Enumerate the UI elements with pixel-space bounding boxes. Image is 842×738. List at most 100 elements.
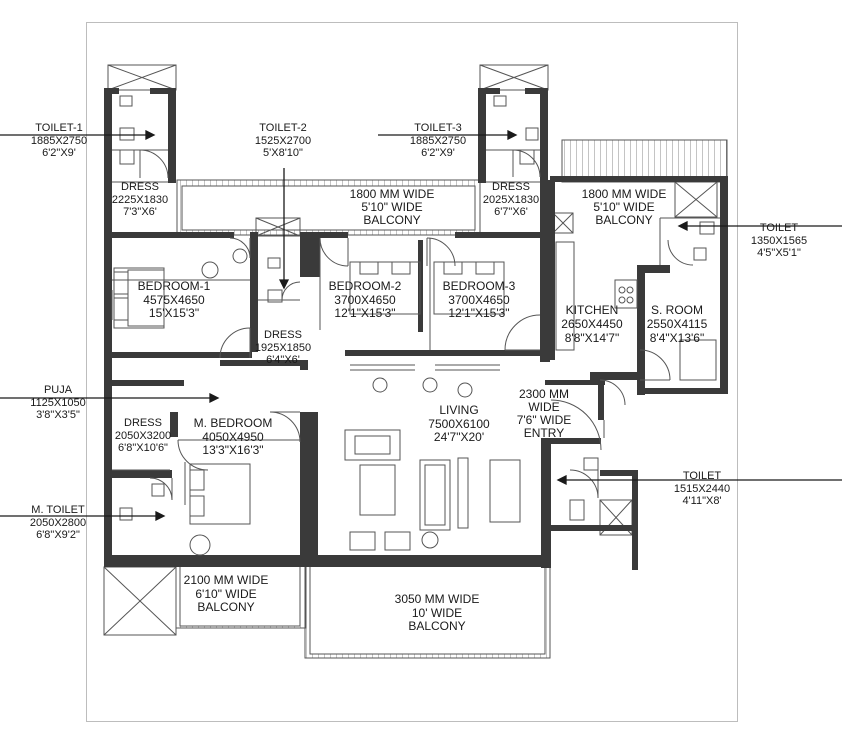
room-size: 2550X4115 [646,317,708,331]
walls [104,88,728,570]
room-label-dress-1: DRESS 2225X1830 7'3"X6' [112,181,168,219]
room-size: WIDE [528,400,560,414]
windows [111,290,500,505]
room-imperial: BALCONY [408,619,466,633]
room-label-living: LIVING 7500X6100 24'7"X20' [428,403,490,445]
room-size: 7500X6100 [428,416,490,431]
room-imperial: 3'8"X3'5" [36,409,80,421]
room-name: TOILET [682,470,722,482]
room-size: 2050X3200 [114,429,172,442]
room-imperial: 8'8"X14'7" [564,331,620,345]
room-name: TOILET-1 [35,122,83,134]
room-size: 1925X1850 [254,341,312,354]
room-size: 2650X4450 [561,317,623,331]
room-label-dress-m: DRESS 2050X3200 6'8"X10'6" [115,417,171,455]
room-label-s-room: S. ROOM 2550X4115 8'4"X13'6" [647,303,708,345]
leader-lines [0,129,842,522]
callout-toilet-2: TOILET-2 1525X2700 5'X8'10" [255,122,311,160]
room-imperial: 13'3"X16'3" [202,443,264,457]
room-size: 5'10" WIDE [593,200,655,214]
shafts [103,64,718,636]
room-size: 2025X1830 [482,193,540,206]
room-size: 1885X2750 [30,134,88,147]
room-label-dress-3: DRESS 2025X1830 6'7"X6' [483,181,539,219]
room-size: 10' WIDE [411,605,463,620]
room-imperial: 4'11"X8' [682,495,722,507]
room-size: 3700X4650 [448,292,510,307]
room-imperial: 24'7"X20' [433,430,485,444]
room-name: 1800 MM WIDE [581,187,667,201]
room-label-dress-2: DRESS 1925X1850 6'4"X6' [255,329,311,367]
room-name: M. BEDROOM [193,416,273,430]
room-imperial: 7'6" WIDE [516,413,572,427]
room-size: 3700X4650 [334,292,396,307]
room-imperial: 4'5"X5'1" [757,247,801,259]
room-name: TOILET-3 [414,122,462,134]
room-label-m-bedroom: M. BEDROOM 4050X4950 13'3"X16'3" [193,416,273,458]
room-imperial: 6'7"X6' [494,206,528,218]
room-imperial: 6'8"X10'6" [118,442,168,454]
room-name: TOILET-2 [259,122,307,134]
room-extra: ENTRY [523,426,565,440]
room-name: 1800 MM WIDE [349,187,435,201]
room-size: 1350X1565 [750,234,808,247]
room-label-kitchen: KITCHEN 2650X4450 8'8"X14'7" [561,303,622,345]
callout-puja: PUJA 1125X1050 3'8"X3'5" [30,384,85,422]
room-name: BEDROOM-1 [137,279,211,293]
room-imperial: 6'4"X6' [266,354,300,366]
room-label-balcony-1: 1800 MM WIDE 5'10" WIDE BALCONY [350,188,435,227]
room-label-balcony-2: 1800 MM WIDE 5'10" WIDE BALCONY [582,188,667,227]
room-name: DRESS [264,329,302,341]
room-imperial: BALCONY [197,600,255,614]
room-name: KITCHEN [565,303,619,317]
room-imperial: BALCONY [595,213,653,227]
room-name: S. ROOM [650,303,704,317]
room-name: M. TOILET [31,504,85,516]
room-label-entry: 2300 MM WIDE 7'6" WIDE ENTRY [517,388,572,440]
room-name: DRESS [121,181,159,193]
callout-toilet-5: TOILET 1515X2440 4'11"X8' [674,470,730,508]
room-imperial: 6'2"X9' [421,147,455,159]
callout-toilet-1: TOILET-1 1885X2750 6'2"X9' [31,122,87,160]
room-size: 6'10" WIDE [195,586,257,601]
room-size: 5'10" WIDE [361,200,423,214]
room-name: DRESS [492,181,530,193]
callout-toilet-3: TOILET-3 1885X2750 6'2"X9' [410,122,466,160]
room-imperial: 12'1"X15'3" [448,306,510,320]
room-imperial: 5'X8'10" [263,147,303,159]
room-label-bedroom-2: BEDROOM-2 3700X4650 12'1"X15'3" [328,279,402,321]
room-label-balcony-4: 3050 MM WIDE 10' WIDE BALCONY [394,592,480,634]
room-imperial: 15'X15'3" [148,306,200,320]
room-name: PUJA [43,384,73,396]
room-imperial: 12'1"X15'3" [334,306,396,320]
room-name: 2100 MM WIDE [183,573,269,587]
drawing-frame [86,22,738,722]
callout-m-toilet: M. TOILET 2050X2800 6'8"X9'2" [30,504,86,542]
room-size: 1885X2750 [409,134,467,147]
room-name: BEDROOM-3 [442,279,516,293]
room-imperial: 7'3"X6' [123,206,157,218]
room-name: 2300 MM [518,387,570,401]
room-label-bedroom-1: BEDROOM-1 4575X4650 15'X15'3" [137,279,211,321]
partitions [112,149,720,471]
room-name: LIVING [439,403,479,417]
room-size: 1125X1050 [30,396,86,409]
room-name: 3050 MM WIDE [394,592,480,606]
room-name: TOILET [759,222,799,234]
room-name: DRESS [124,417,162,429]
room-size: 2050X2800 [29,516,87,529]
room-imperial: 6'8"X9'2" [36,529,80,541]
room-size: 4575X4650 [143,292,205,307]
room-size: 1525X2700 [254,134,312,147]
room-size: 1515X2440 [673,482,731,495]
balcony-hatching [175,139,728,659]
room-label-balcony-3: 2100 MM WIDE 6'10" WIDE BALCONY [183,573,269,615]
room-name: BEDROOM-2 [328,279,402,293]
room-size: 2225X1830 [111,193,169,206]
room-imperial: BALCONY [363,213,421,227]
room-imperial: 8'4"X13'6" [649,331,705,345]
room-imperial: 6'2"X9' [42,147,76,159]
callout-toilet-4: TOILET 1350X1565 4'5"X5'1" [751,222,807,260]
furniture [113,95,717,556]
